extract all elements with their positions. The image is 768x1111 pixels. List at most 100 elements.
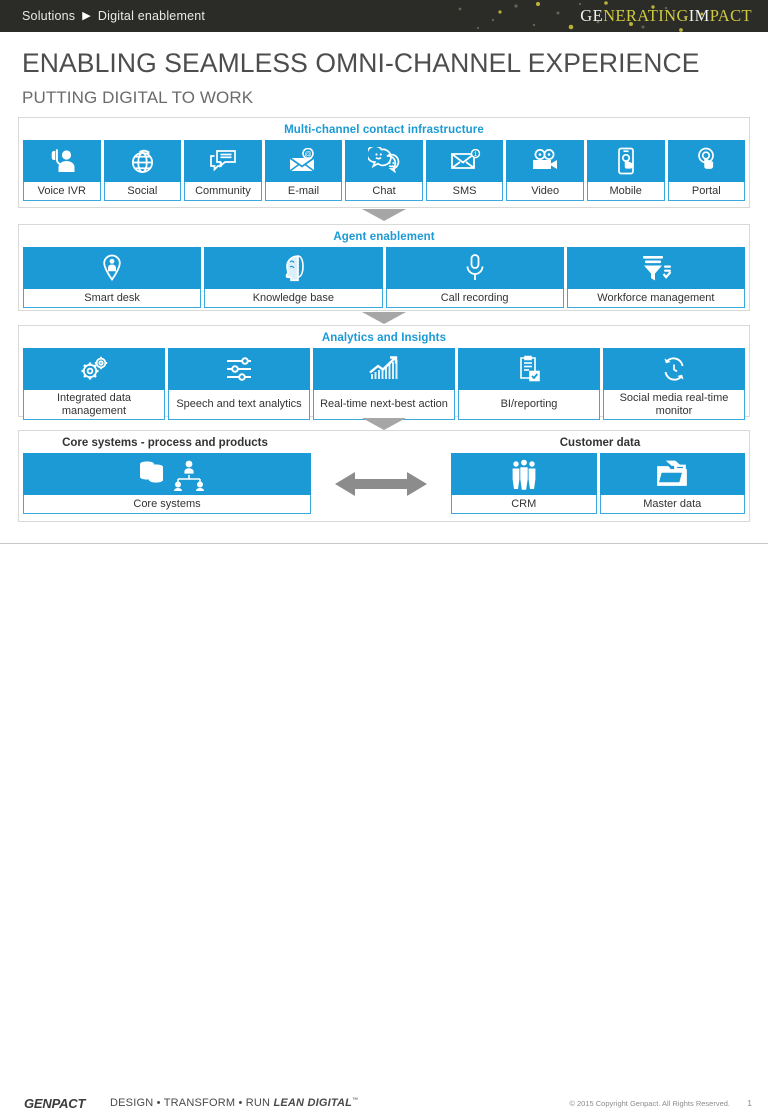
section-heading-multi-channel: Multi-channel contact infrastructure	[284, 124, 484, 136]
tile-label: SMS	[425, 182, 504, 201]
genpact-logo: GENPACT	[24, 1096, 86, 1111]
tile-voice-ivr[interactable]: Voice IVR	[23, 140, 101, 201]
section-card-multi-channel: Multi-channel contact infrastructure Voi…	[18, 117, 750, 208]
tile-row-analytics: Integrated data management Speech and te…	[19, 348, 749, 424]
tile-community[interactable]: Community	[184, 140, 262, 201]
tile-master-data[interactable]: Master data	[599, 453, 745, 514]
section-heading-customer-data: Customer data	[559, 437, 641, 449]
tile-smart-desk[interactable]: Smart desk	[23, 247, 202, 308]
brain-head-icon	[204, 247, 383, 289]
headset-agent-icon	[23, 140, 101, 182]
group-customer-data: CRM Master data	[451, 453, 745, 514]
growth-chart-icon	[313, 348, 455, 390]
bottom-heading-row: Core systems - process and products Cust…	[19, 431, 749, 453]
tile-video[interactable]: Video	[506, 140, 584, 201]
tile-label: Smart desk	[23, 289, 202, 308]
location-pin-person-icon	[23, 247, 202, 289]
tile-integrated-data-management[interactable]: Integrated data management	[23, 348, 165, 420]
tile-crm[interactable]: CRM	[451, 453, 597, 514]
tile-label: Integrated data management	[23, 390, 165, 420]
tile-label: Workforce management	[566, 289, 745, 308]
trademark-mark: ™	[352, 1097, 359, 1104]
tile-bi-reporting[interactable]: BI/reporting	[458, 348, 600, 420]
chevron-down-icon	[362, 209, 406, 221]
mobile-touch-icon	[586, 140, 665, 182]
section-card-agent-enablement: Agent enablement Smart desk	[18, 224, 750, 311]
tile-label: BI/reporting	[458, 390, 600, 420]
tile-label: CRM	[451, 495, 597, 514]
tile-row-multi-channel: Voice IVR Social	[19, 140, 749, 205]
page-title: ENABLING SEAMLESS OMNI-CHANNEL EXPERIENC…	[22, 48, 700, 78]
tile-real-time-next-best-action[interactable]: Real-time next-best action	[313, 348, 455, 420]
footer: GENPACT DESIGN • TRANSFORM • RUN LEAN DI…	[0, 544, 768, 1111]
wordmark-ge: GE	[580, 6, 604, 25]
chevron-right-icon: ▶	[82, 9, 91, 22]
footer-divider	[0, 543, 768, 544]
wordmark-pact: PACT	[709, 6, 752, 25]
copyright-text: © 2015 Copyright Genpact. All Rights Res…	[569, 1099, 730, 1108]
refresh-cycle-icon	[603, 348, 745, 390]
tile-label: Real-time next-best action	[313, 390, 455, 420]
envelope-badge-icon: 1	[425, 140, 504, 182]
tile-row-agent-enablement: Smart desk Knowledge base	[19, 247, 749, 312]
microphone-icon	[385, 247, 564, 289]
svg-text:1: 1	[473, 152, 477, 158]
section-card-analytics: Analytics and Insights	[18, 325, 750, 420]
page-number: 1	[747, 1098, 752, 1108]
tile-row-core-customer: Core systems	[19, 453, 749, 518]
footer-tagline: DESIGN • TRANSFORM • RUN LEAN DIGITAL™	[110, 1097, 358, 1109]
envelope-at-icon: @	[264, 140, 343, 182]
tile-chat[interactable]: Chat	[345, 140, 423, 201]
tile-core-systems[interactable]: Core systems	[23, 453, 311, 514]
tile-call-recording[interactable]: Call recording	[385, 247, 564, 308]
tagline-plain: DESIGN • TRANSFORM • RUN	[110, 1097, 274, 1109]
tile-label: Mobile	[586, 182, 665, 201]
svg-text:@: @	[305, 151, 312, 158]
gears-icon	[23, 348, 165, 390]
tile-social[interactable]: Social	[103, 140, 182, 201]
tile-workforce-management[interactable]: Workforce management	[566, 247, 745, 308]
connector-2	[0, 310, 768, 326]
section-heading-analytics: Analytics and Insights	[321, 332, 447, 344]
section-heading-core-systems: Core systems - process and products	[62, 437, 268, 449]
tile-label: Speech and text analytics	[168, 390, 310, 420]
breadcrumb-root[interactable]: Solutions	[22, 9, 76, 23]
dot-pattern-decoration	[458, 1, 704, 32]
chat-bubbles-community-icon	[184, 140, 262, 182]
tile-mobile[interactable]: Mobile	[586, 140, 665, 201]
tile-sms[interactable]: 1 SMS	[425, 140, 504, 201]
tile-label: Community	[184, 182, 262, 201]
tile-label: Video	[506, 182, 584, 201]
folder-files-icon	[599, 453, 745, 495]
tile-label: E-mail	[264, 182, 343, 201]
tagline-lean-digital: LEAN DIGITAL	[273, 1097, 353, 1109]
heading-spacer	[311, 437, 451, 449]
group-core-systems: Core systems	[23, 453, 311, 514]
tile-label: Social	[103, 182, 182, 201]
chevron-down-icon	[362, 312, 406, 324]
tile-knowledge-base[interactable]: Knowledge base	[204, 247, 383, 308]
tile-social-media-real-time-monitor[interactable]: Social media real-time monitor	[603, 348, 745, 420]
wordmark-im: IM	[688, 6, 710, 25]
breadcrumb[interactable]: Solutions ▶ Digital enablement	[22, 0, 205, 32]
database-org-chart-icon	[23, 453, 311, 495]
tile-label: Social media real-time monitor	[603, 390, 745, 420]
breadcrumb-current[interactable]: Digital enablement	[97, 9, 206, 23]
people-group-icon	[451, 453, 597, 495]
sliders-icon	[168, 348, 310, 390]
tile-label: Master data	[599, 495, 745, 514]
smiley-chat-icon	[345, 140, 423, 182]
tile-email[interactable]: @ E-mail	[264, 140, 343, 201]
portal-tap-icon	[667, 140, 746, 182]
tile-portal[interactable]: Portal	[667, 140, 746, 201]
clipboard-check-icon	[458, 348, 600, 390]
section-card-core-customer: Core systems - process and products Cust…	[18, 430, 750, 522]
tile-speech-and-text-analytics[interactable]: Speech and text analytics	[168, 348, 310, 420]
double-arrow-icon	[311, 453, 451, 514]
tile-label: Chat	[345, 182, 423, 201]
funnel-people-icon	[566, 247, 745, 289]
section-heading-agent-enablement: Agent enablement	[333, 231, 435, 243]
